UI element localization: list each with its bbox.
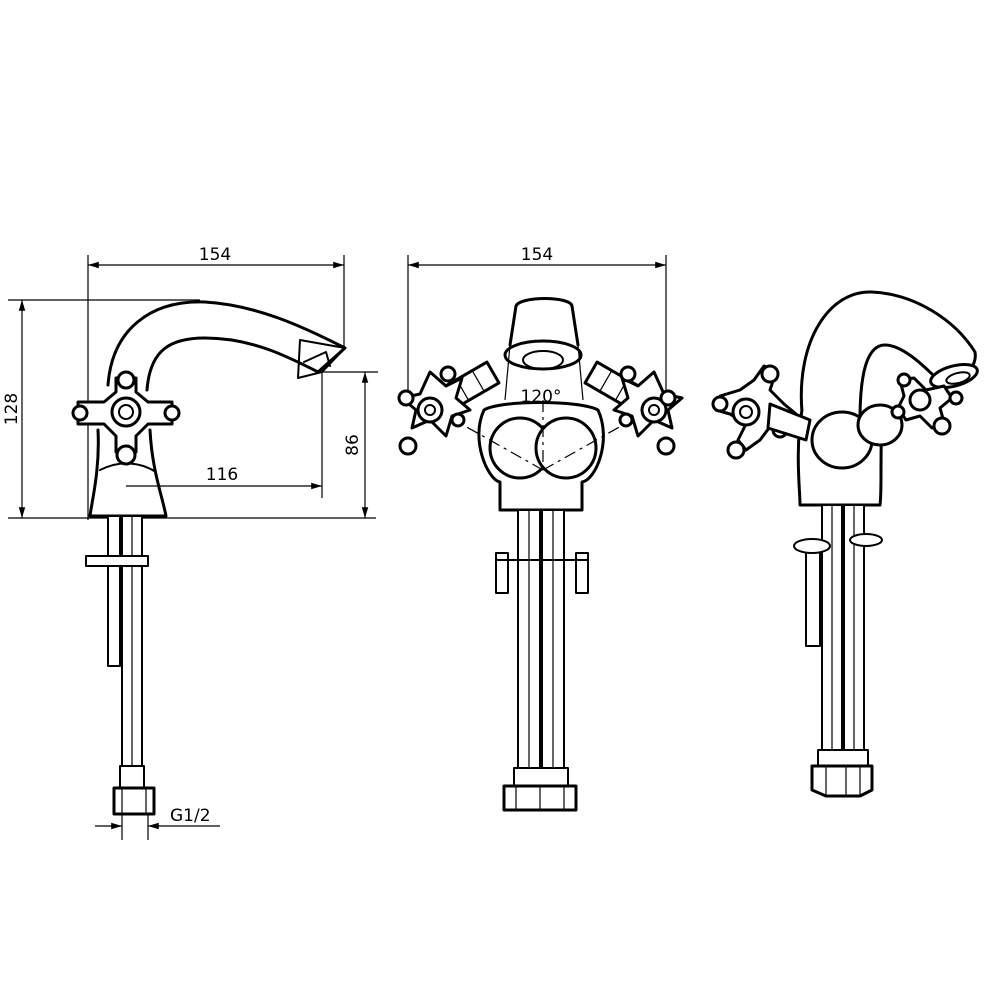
perspective-view (711, 290, 979, 798)
side-view: 154 128 86 116 (2, 245, 378, 840)
front-left-cross (397, 365, 472, 456)
front-view: 154 120° (397, 245, 684, 812)
dim-front-width: 154 (521, 245, 553, 265)
front-pipes (495, 509, 589, 812)
front-right-cross (612, 365, 684, 456)
side-cross-handle (71, 370, 181, 466)
angle-right-line (542, 411, 647, 471)
dim-side-height: 128 (2, 393, 22, 425)
dim-reach: 116 (206, 465, 238, 485)
perspective-right-cross (890, 372, 964, 436)
dim-thread: G1/2 (170, 806, 211, 826)
perspective-pipes (793, 504, 883, 798)
front-valve-right (534, 416, 598, 480)
perspective-left-cross (711, 364, 812, 460)
side-spout-tip (297, 339, 346, 379)
side-pipes (85, 515, 156, 816)
dim-spout-height: 86 (343, 434, 363, 456)
perspective-valve-right (856, 403, 904, 447)
angle-left-line (439, 411, 544, 471)
front-spout-rim (503, 339, 583, 371)
side-aerator (303, 351, 331, 367)
front-aerator (522, 350, 564, 370)
dim-side-width: 154 (199, 245, 231, 265)
side-spout (106, 300, 347, 392)
front-spout (508, 297, 580, 347)
perspective-spout-rim (929, 363, 979, 389)
perspective-aerator (945, 371, 971, 385)
perspective-spout (799, 290, 977, 422)
dim-angle: 120° (521, 387, 562, 407)
